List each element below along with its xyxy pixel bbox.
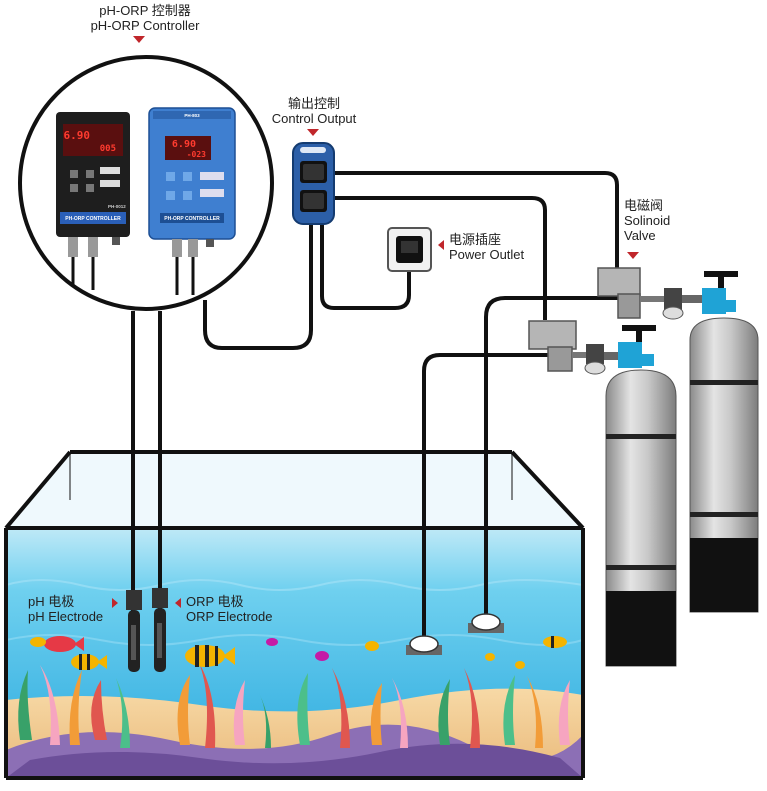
controller-magnifier: 6.90 005 PH-0012 PH-ORP CONTROLLER <box>18 55 274 311</box>
blue-model-label: PH-803 <box>184 113 200 118</box>
controller-label: pH-ORP 控制器 pH-ORP Controller <box>70 3 220 33</box>
control-output-label: 输出控制 Control Output <box>258 96 370 126</box>
solenoid-valve-1 <box>597 267 702 320</box>
orp-electrode <box>152 588 168 672</box>
blue-panel-label: PH-ORP CONTROLLER <box>164 216 220 222</box>
aquarium-water-surface <box>6 452 583 528</box>
control-output-label-cn: 输出控制 <box>287 96 340 111</box>
controller-to-output-cable <box>203 222 313 350</box>
ph-electrode-label: pH 电极 pH Electrode <box>28 594 103 624</box>
output-to-valve1-cable <box>330 171 619 270</box>
co2-cylinder-right <box>689 271 759 613</box>
black-reading-orp: 005 <box>100 144 116 154</box>
co2-tube-1 <box>484 296 636 620</box>
solenoid-valve-label-en2: Valve <box>624 228 656 243</box>
power-outlet-label: 电源插座 Power Outlet <box>449 232 524 262</box>
power-outlet-label-en: Power Outlet <box>449 247 525 262</box>
power-outlet-label-cn: 电源插座 <box>449 232 502 247</box>
ph-electrode-label-cn: pH 电极 <box>28 594 75 609</box>
solenoid-valve-label-en1: Solinoid <box>624 213 671 228</box>
blue-controller: PH-803 6.90 -023 PH-ORP CONTROLLER <box>148 107 236 295</box>
blue-reading-ph: 6.90 <box>172 139 196 150</box>
co2-tube-2 <box>422 353 560 636</box>
aquarium-frame <box>4 450 585 780</box>
co2-cylinder-left <box>605 325 677 667</box>
control-output-label-en: Control Output <box>271 111 357 126</box>
ph-electrode <box>126 590 142 672</box>
black-controller: 6.90 005 PH-0012 PH-ORP CONTROLLER <box>56 112 130 290</box>
power-outlet-pointer-icon <box>438 240 444 250</box>
black-model-label: PH-0012 <box>108 204 126 209</box>
controller-pointer-icon <box>133 36 145 43</box>
controller-label-en: pH-ORP Controller <box>90 18 200 33</box>
solenoid-valve-pointer-icon <box>627 252 639 259</box>
blue-reading-orp: -023 <box>187 150 206 159</box>
ph-electrode-label-en: pH Electrode <box>28 609 104 624</box>
orp-electrode-label-en: ORP Electrode <box>186 609 273 624</box>
ph-electrode-pointer-icon <box>112 598 118 608</box>
solenoid-valve-label: 电磁阀 Solinoid Valve <box>624 198 670 243</box>
controller-label-cn: pH-ORP 控制器 <box>99 3 191 18</box>
co2-diffuser-2 <box>406 635 442 655</box>
output-to-valve2-cable <box>330 196 547 320</box>
black-panel-label: PH-ORP CONTROLLER <box>65 216 121 222</box>
aquarium <box>4 450 585 780</box>
outlet-cable <box>320 222 411 310</box>
aquarium-plants <box>18 663 570 748</box>
orp-electrode-label-cn: ORP 电极 <box>186 594 244 609</box>
co2-diffuser-1 <box>468 613 504 633</box>
black-reading-ph: 6.90 <box>64 129 91 142</box>
cables <box>131 171 636 636</box>
solenoid-valve-label-cn: 电磁阀 <box>624 198 664 213</box>
power-outlet <box>387 227 432 272</box>
solenoid-valve-2 <box>528 320 620 375</box>
aquarium-fish <box>30 636 567 670</box>
orp-electrode-pointer-icon <box>175 598 181 608</box>
control-output-pointer-icon <box>307 129 319 136</box>
control-output-module <box>292 142 335 225</box>
orp-electrode-label: ORP 电极 ORP Electrode <box>186 594 272 624</box>
